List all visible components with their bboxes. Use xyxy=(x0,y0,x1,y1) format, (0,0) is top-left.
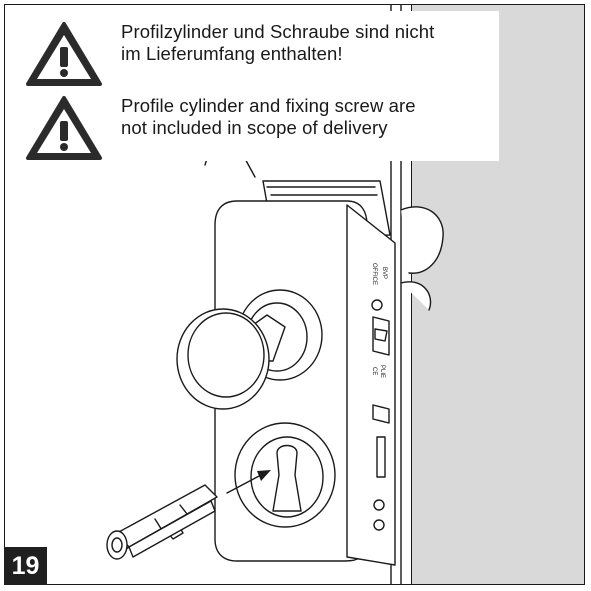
warning-text-line: Profile cylinder and fixing screw are xyxy=(121,95,416,116)
lock-marking-plie: PLIE xyxy=(379,365,385,378)
lock-marking-bvp: BVP xyxy=(381,267,387,279)
lock-marking-ce: CE xyxy=(371,367,377,375)
step-number-badge: 19 xyxy=(4,547,47,585)
warning-row-english: Profile cylinder and fixing screw are no… xyxy=(25,95,416,161)
warning-row-german: Profilzylinder und Schraube sind nicht i… xyxy=(25,21,434,87)
illustration-frame: OFFICE BVP CE PLIE Profilzylinder und Sc… xyxy=(4,4,585,585)
warning-notice-box: Profilzylinder und Schraube sind nicht i… xyxy=(11,11,499,161)
door-lock-illustration: OFFICE BVP CE PLIE xyxy=(106,5,444,584)
warning-text-german: Profilzylinder und Schraube sind nicht i… xyxy=(121,21,434,65)
warning-triangle-icon xyxy=(26,22,102,86)
warning-text-line: im Lieferumfang enthalten! xyxy=(121,43,343,64)
lock-marking-office: OFFICE xyxy=(371,263,377,285)
warning-triangle-icon xyxy=(26,96,102,160)
warning-text-english: Profile cylinder and fixing screw are no… xyxy=(121,95,416,139)
warning-text-line: Profilzylinder und Schraube sind nicht xyxy=(121,21,435,42)
warning-text-line: not included in scope of delivery xyxy=(121,117,388,138)
